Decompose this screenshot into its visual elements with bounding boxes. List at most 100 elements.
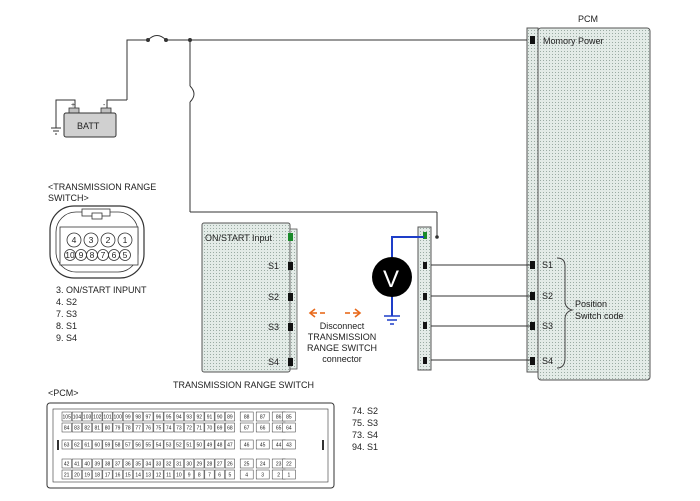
disconnect-note-line-4: connector: [322, 354, 362, 364]
pcm-pin-number: 60: [95, 443, 101, 449]
pcm-pin-number: 73: [176, 426, 182, 432]
trs-pin-5: 5: [123, 250, 128, 260]
pcm-pin-cell: [163, 458, 174, 469]
pcm-pin-number: 10: [176, 473, 182, 479]
pcm-pin-number: 7: [208, 473, 211, 479]
pcm-pin-number: 78: [125, 426, 131, 432]
pcm-pin-cell: [204, 411, 215, 422]
pcm-pin-cell: [173, 458, 184, 469]
pcm-pin-cell: [122, 458, 133, 469]
pcm-pin-number: 53: [166, 443, 172, 449]
trs-connector-header-2: SWITCH>: [48, 193, 89, 203]
pcm-pin-cell: [143, 439, 154, 450]
pcm-pin-number: 83: [74, 426, 80, 432]
pcm-pin-cell: [163, 422, 174, 433]
pcm-pin-number: 39: [95, 462, 101, 468]
pcm-pin-cell: [112, 439, 123, 450]
trs-connector-face: 4 3 2 1 10 9 8 7 6 5: [49, 205, 145, 279]
pcm-pin-number: 48: [217, 443, 223, 449]
pcm-pin-number: 23: [276, 462, 282, 468]
pcm-pin-cell: [82, 439, 93, 450]
pcm-pin-cell: [143, 411, 154, 422]
svg-text:-: -: [103, 102, 106, 109]
pcm-pin-number: 44: [276, 443, 282, 449]
pcm-pin-number: 55: [146, 443, 152, 449]
pcm-legend-2: 75. S3: [352, 418, 378, 428]
voltmeter-symbol: V: [383, 266, 399, 293]
pcm-pin-cell: [82, 469, 93, 480]
pcm-pin-number: 29: [197, 462, 203, 468]
pcm-pin-cell: [102, 469, 113, 480]
pcm-pin-number: 81: [95, 426, 101, 432]
pcm-pin-cell: [163, 411, 174, 422]
pcm-pin-number: 11: [166, 473, 171, 479]
pcm-pin-cell: [133, 469, 144, 480]
pcm-pin-number: 101: [103, 415, 112, 421]
pcm-pin-number: 86: [276, 415, 282, 421]
pcm-pin-number: 6: [218, 473, 221, 479]
trs-on-start-label: ON/START Input: [205, 233, 273, 243]
pcm-pin-cell: [92, 458, 103, 469]
pcm-pin-cell: [204, 458, 215, 469]
pcm-pin-number: 75: [156, 426, 162, 432]
pcm-pin-number: 8: [198, 473, 201, 479]
signal-wires: [431, 264, 530, 361]
pcm-pin-cell: [153, 422, 164, 433]
trs-legend-5: 9. S4: [56, 333, 77, 343]
pcm-pin-number: 62: [74, 443, 80, 449]
pcm-pin-number: 95: [166, 415, 172, 421]
trs-pin-9: 9: [79, 250, 84, 260]
pcm-pin-number: 17: [105, 473, 111, 479]
pcm-pin-number: 72: [186, 426, 192, 432]
pcm-pin-number: 92: [197, 415, 203, 421]
pcm-pin-cell: [112, 411, 123, 422]
pcm-pin-number: 20: [74, 473, 80, 479]
battery: BATT + -: [63, 102, 117, 138]
pcm-pin-cell: [239, 422, 254, 433]
pcm-pin-number: 103: [83, 415, 92, 421]
pcm-pin-cell: [71, 422, 82, 433]
disconnect-note-line-1: Disconnect: [320, 321, 365, 331]
pcm-pin-number: 2: [277, 473, 280, 479]
trs-legend-1: 3. ON/START INPUNT: [56, 285, 147, 295]
pcm-pin-number: 99: [125, 415, 131, 421]
pcm-pin-cell: [82, 411, 93, 422]
pcm-pin-number: 50: [197, 443, 203, 449]
svg-text:+: +: [71, 102, 75, 109]
pcm-pin-number: 98: [135, 415, 141, 421]
pcm-pin-number: 25: [244, 462, 250, 468]
pcm-pin-number: 28: [207, 462, 213, 468]
pcm-pin-cell: [194, 458, 205, 469]
pcm-legend-1: 74. S2: [352, 406, 378, 416]
pcm-pin-number: 88: [244, 415, 250, 421]
pcm-pin-s2: S2: [542, 291, 553, 301]
pcm-pin-number: 4: [245, 473, 248, 479]
pcm-pin-number: 61: [84, 443, 90, 449]
voltmeter-ground-icon: [384, 315, 400, 325]
pcm-pin-number: 41: [74, 462, 80, 468]
disconnect-arrows-icon: [308, 308, 362, 318]
pcm-pin-cell: [112, 458, 123, 469]
pcm-pin-cell: [153, 439, 164, 450]
pcm-pin-number: 33: [156, 462, 162, 468]
pcm-pin-number: 19: [84, 473, 90, 479]
pcm-pin-number: 80: [105, 426, 111, 432]
pcm-pin-cell: [239, 439, 254, 450]
pcm-pin-cell: [122, 422, 133, 433]
pcm-pin-cell: [173, 411, 184, 422]
pcm-pin-s4: S4: [542, 356, 553, 366]
pcm-pin-cell: [224, 411, 235, 422]
pcm-pin-cell: [112, 469, 123, 480]
pcm-pin-cell: [282, 469, 296, 480]
pcm-pin-number: 35: [135, 462, 141, 468]
pcm-pin-number: 16: [115, 473, 121, 479]
trs-pin-3: 3: [89, 235, 94, 245]
battery-label: BATT: [77, 121, 100, 131]
pcm-pin-number: 91: [207, 415, 213, 421]
pcm-pin-cell: [102, 439, 113, 450]
pcm-pin-number: 14: [135, 473, 141, 479]
pcm-pin-number: 66: [260, 426, 266, 432]
trs-pin-s4: S4: [268, 357, 279, 367]
trs-pin-4: 4: [72, 235, 77, 245]
